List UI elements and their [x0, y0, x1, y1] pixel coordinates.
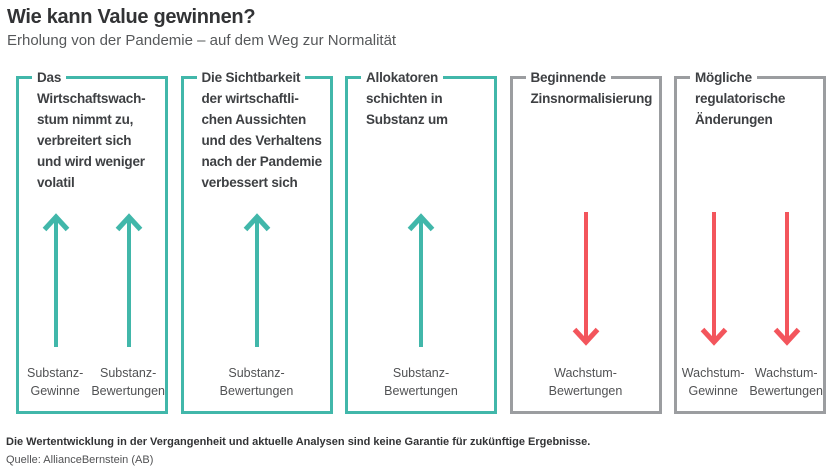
- label-row: Wachstum- Bewertungen: [513, 364, 659, 400]
- label-row: Substanz- Gewinne Substanz- Bewertungen: [19, 364, 165, 400]
- panel-title-first-line: Mögliche: [690, 67, 757, 88]
- label-row: Substanz- Bewertungen: [348, 364, 494, 400]
- panel-title: Die Sichtbarkeit der wirtschaftli- chen …: [184, 67, 330, 193]
- panels-row: Das Wirtschaftswach- stum nimmt zu, verb…: [16, 67, 826, 414]
- panel-title: Allokatoren schichten in Substanz um: [348, 67, 494, 130]
- panel-regulatorische-aenderungen: Mögliche regulatorische Änderungen: [674, 67, 826, 414]
- footer-disclaimer: Die Wertentwicklung in der Vergangenheit…: [6, 436, 591, 448]
- panel-zinsnormalisierung: Beginnende Zinsnormalisierung Wachstum- …: [509, 67, 662, 414]
- panel-title-rest: Wirtschaftswach- stum nimmt zu, verbreit…: [37, 91, 146, 190]
- arrow-cell: [677, 212, 750, 348]
- arrow-row: [184, 212, 330, 348]
- panel-title-first-line: Allokatoren: [361, 67, 444, 88]
- down-arrow-icon: [700, 212, 727, 346]
- panel-title-rest: der wirtschaftli- chen Aussichten und de…: [201, 91, 323, 190]
- panel-title-rest: regulatorische Änderungen: [695, 91, 786, 127]
- panel-title-rest: schichten in Substanz um: [366, 91, 448, 127]
- arrow-cell: [19, 212, 92, 348]
- arrow-label: Wachstum- Gewinne: [681, 366, 745, 398]
- panel-sichtbarkeit: Die Sichtbarkeit der wirtschaftli- chen …: [180, 67, 333, 414]
- arrow-row: [348, 212, 494, 348]
- up-arrow-icon: [407, 213, 435, 347]
- arrow-label: Wachstum- Bewertungen: [548, 366, 623, 398]
- panel-title: Beginnende Zinsnormalisierung: [513, 67, 659, 109]
- arrow-label: Substanz- Gewinne: [27, 366, 84, 398]
- arrow-row: [513, 212, 659, 348]
- arrow-label: Substanz- Bewertungen: [219, 366, 294, 398]
- arrow-cell: [92, 212, 165, 348]
- up-arrow-icon: [243, 213, 270, 347]
- arrow-cell: [348, 212, 494, 348]
- page-subtitle: Erholung von der Pandemie – auf dem Weg …: [7, 32, 397, 49]
- arrow-cell: [513, 212, 659, 348]
- up-arrow-icon: [115, 213, 142, 347]
- panel-title-first-line: Die Sichtbarkeit: [196, 67, 306, 88]
- label-row: Wachstum- Gewinne Wachstum- Bewertungen: [677, 364, 823, 400]
- arrow-label: Substanz- Bewertungen: [384, 366, 458, 398]
- panel-title-rest: Zinsnormalisierung: [530, 91, 653, 106]
- arrow-row: [19, 212, 165, 348]
- up-arrow-icon: [42, 213, 69, 347]
- arrow-cell: [184, 212, 330, 348]
- panel-title-first-line: Beginnende: [525, 67, 611, 88]
- arrow-row: [677, 212, 823, 348]
- panel-title: Das Wirtschaftswach- stum nimmt zu, verb…: [19, 67, 165, 193]
- footer-source: Quelle: AllianceBernstein (AB): [6, 454, 154, 466]
- label-row: Substanz- Bewertungen: [184, 364, 330, 400]
- panel-title: Mögliche regulatorische Änderungen: [677, 67, 823, 130]
- arrow-label: Substanz- Bewertungen: [91, 366, 165, 398]
- page-title: Wie kann Value gewinnen?: [7, 6, 256, 28]
- panel-allokatoren: Allokatoren schichten in Substanz um Sub…: [345, 67, 497, 414]
- down-arrow-icon: [773, 212, 800, 346]
- arrow-cell: [750, 212, 823, 348]
- panel-title-first-line: Das: [32, 67, 67, 88]
- panel-wirtschaftswachstum: Das Wirtschaftswach- stum nimmt zu, verb…: [16, 67, 168, 414]
- down-arrow-icon: [572, 212, 599, 346]
- arrow-label: Wachstum- Bewertungen: [749, 366, 823, 398]
